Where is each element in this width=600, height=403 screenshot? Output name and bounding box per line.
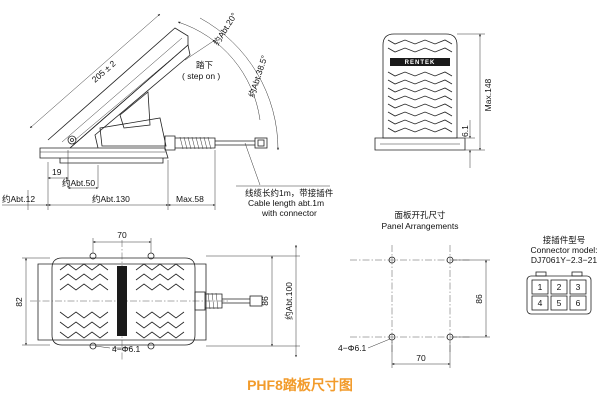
dim-19-label: 19: [52, 167, 62, 177]
top-dim-86-label: 86: [260, 296, 270, 306]
pin-label: 1: [538, 282, 543, 292]
pin-cell: [550, 295, 568, 311]
top-view: [22, 238, 300, 360]
pedal-side: [69, 44, 191, 149]
top-hole-label: 4−Φ6.1: [112, 344, 141, 354]
connector-title-en: Connector model:: [530, 245, 597, 255]
cable-label-cn: 线缆长约1m，带接插件: [245, 188, 334, 198]
dim-130-label: 约Abt.130: [92, 194, 130, 204]
panel-arrangement: [350, 245, 490, 368]
angle-upper-label: 约Abt.20°: [211, 11, 239, 47]
pin-cell: [569, 279, 587, 295]
brand-label: RENTEK: [405, 60, 436, 66]
pin-label: 2: [557, 282, 562, 292]
cable-label-en2: with connector: [261, 208, 317, 218]
dim-12-label: 约Abt.12: [2, 194, 35, 204]
pin-cell: [550, 279, 568, 295]
top-dim-100-label: 约Abt.100: [284, 282, 294, 320]
dim-58-label: Max.58: [176, 194, 204, 204]
top-dim-70-label: 70: [117, 230, 127, 240]
panel-dim-70-label: 70: [416, 353, 426, 363]
pedal-top: [47, 27, 189, 149]
step-label-cn: 踏下: [196, 60, 214, 70]
panel-title-en: Panel Arrangements: [381, 221, 458, 231]
length-dim-label: 205 ± 2: [90, 58, 118, 84]
panel-dim-86-label: 86: [474, 294, 484, 304]
connector-diagram: [526, 271, 592, 315]
dim-50-label: 约Abt.50: [62, 178, 95, 188]
dim-height-label: Max.148: [483, 78, 493, 111]
side-view: [2, 13, 330, 210]
connector-title-cn: 接插件型号: [543, 235, 586, 245]
cable-label-en: Cable length abt.1m: [248, 198, 324, 208]
pin-label: 4: [538, 298, 543, 308]
pin-label: 3: [576, 282, 581, 292]
top-dim-82-label: 82: [14, 297, 24, 307]
base-plate: [39, 147, 169, 159]
step-label-en: ( step on ): [182, 71, 220, 81]
angle-total-label: 约Abt.38.5°: [246, 54, 269, 99]
pin-cell: [569, 295, 587, 311]
connector-model: DJ7061Y−2.3−21: [531, 255, 597, 265]
pin-label: 5: [557, 298, 562, 308]
panel-title-cn: 面板开孔尺寸: [394, 210, 446, 220]
pin-cell: [531, 279, 549, 295]
front-view: [374, 33, 485, 168]
pin-cell: [531, 295, 549, 311]
pin-label: 6: [576, 298, 581, 308]
page-title: PHF8踏板尺寸图: [247, 377, 353, 393]
panel-hole-label: 4−Φ6.1: [338, 343, 367, 353]
dim-6-1-label: 6.1: [460, 125, 470, 137]
